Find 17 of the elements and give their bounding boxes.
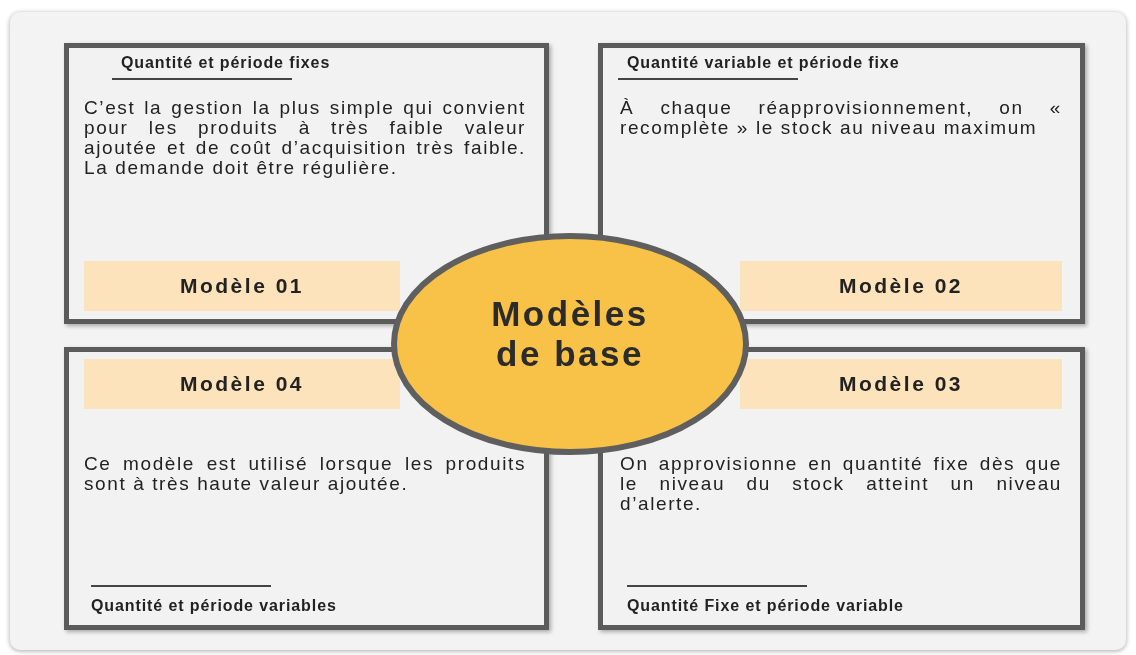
model-band: [84, 359, 400, 409]
model-band: [84, 261, 400, 311]
model-label: Modèle 04: [179, 372, 304, 396]
card-heading: Quantité variable et période fixe: [627, 54, 900, 72]
card-heading: Quantité Fixe et période variable: [627, 597, 904, 615]
model-label: Modèle 02: [838, 274, 963, 298]
center-title: Modèles de base: [490, 294, 650, 374]
description-text: On approvisionne en quantité fixe dès que le niveau du stock atteint un niveau d’alerte.: [620, 454, 1062, 514]
model-band: [740, 359, 1062, 409]
card-heading: Quantité et période variables: [91, 597, 337, 615]
model-label: Modèle 01: [179, 274, 304, 298]
description-text: Ce modèle est utilisé lorsque les produits sont à très haute valeur ajoutée.: [84, 454, 526, 494]
description-text: À chaque réapprovisionnement, on « recomplète » le stock au niveau maximum: [620, 98, 1062, 138]
model-band: [740, 261, 1062, 311]
model-label: Modèle 03: [838, 372, 963, 396]
card-heading: Quantité et période fixes: [121, 54, 331, 72]
description-text: C’est la gestion la plus simple qui convient pour les produits à très faible valeur ajoutée et de coût d’acquisition très faible. La demande doit être régulière.: [84, 98, 526, 178]
